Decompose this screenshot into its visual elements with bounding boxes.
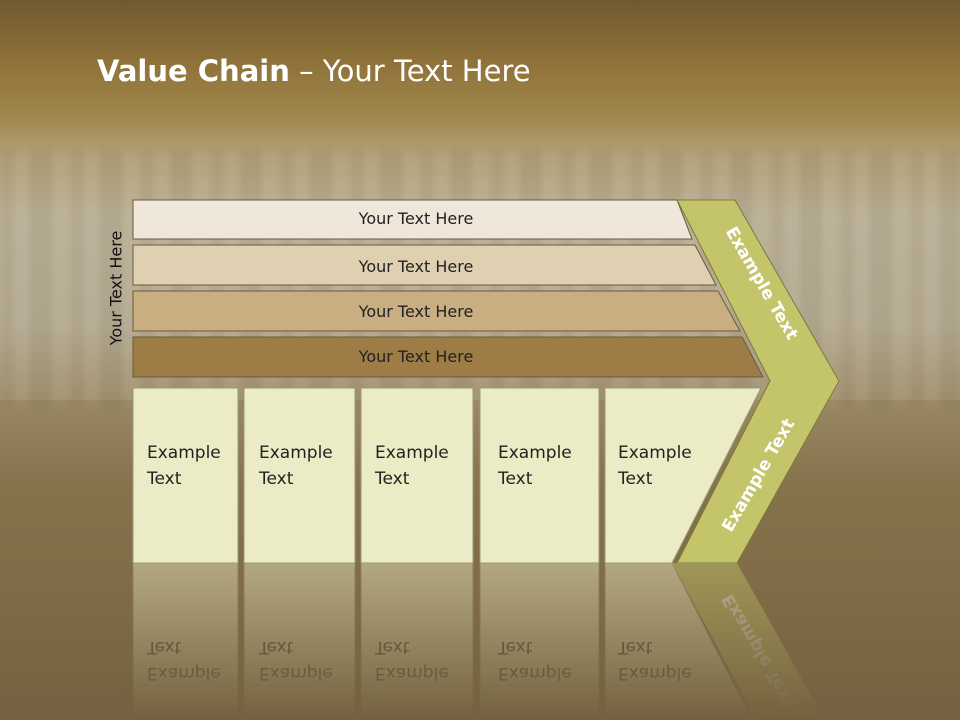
reflection-box-2-line1: Example xyxy=(259,663,333,683)
bar-4 xyxy=(132,336,764,378)
box-3-line1: Example xyxy=(375,443,449,463)
reflection-box-1-line1: Example xyxy=(147,663,221,683)
boxes-group: Example Text Example Text Example Text E… xyxy=(132,387,762,564)
bar-3 xyxy=(132,290,741,332)
bar-1-label: Your Text Here xyxy=(358,209,474,228)
box-2-line2: Text xyxy=(258,469,294,489)
box-1-line1: Example xyxy=(147,443,221,463)
box-3 xyxy=(360,387,474,564)
box-5-line2: Text xyxy=(617,469,653,489)
title-bold: Value Chain xyxy=(97,54,290,88)
reflection: Example Text Example Text Example Text E… xyxy=(132,562,825,720)
reflection-box-2-line2: Text xyxy=(258,637,294,657)
bar-2-label: Your Text Here xyxy=(358,257,474,276)
chevron-group: Example Text Example Text xyxy=(676,199,840,564)
box-2 xyxy=(243,387,356,564)
reflection-box-2 xyxy=(243,562,356,720)
reflection-box-5-line1: Example xyxy=(618,663,692,683)
bar-3-label: Your Text Here xyxy=(358,302,474,321)
box-1-line2: Text xyxy=(146,469,182,489)
reflection-box-3-line1: Example xyxy=(375,663,449,683)
box-4-line1: Example xyxy=(498,443,572,463)
reflection-chevron xyxy=(672,563,825,720)
bars-group: Your Text Here Your Text Here Your Text … xyxy=(132,199,764,378)
title-rest: – Your Text Here xyxy=(289,54,531,88)
bar-1 xyxy=(132,199,693,240)
box-4 xyxy=(479,387,600,564)
box-2-line1: Example xyxy=(259,443,333,463)
slide-title: Value Chain – Your Text Here xyxy=(97,54,531,88)
reflection-box-5-line2: Text xyxy=(617,637,653,657)
box-4-line2: Text xyxy=(497,469,533,489)
reflection-box-4 xyxy=(479,562,600,720)
reflection-box-3-line2: Text xyxy=(374,637,410,657)
box-3-line2: Text xyxy=(374,469,410,489)
reflection-box-4-line1: Example xyxy=(498,663,572,683)
bar-4-label: Your Text Here xyxy=(358,347,474,366)
reflection-box-3 xyxy=(360,562,474,720)
reflection-box-1-line2: Text xyxy=(146,637,182,657)
box-1 xyxy=(132,387,239,564)
box-5-line1: Example xyxy=(618,443,692,463)
chevron-arrow xyxy=(676,199,840,564)
reflection-box-1 xyxy=(132,562,239,720)
bar-2 xyxy=(132,244,717,286)
reflection-box-4-line2: Text xyxy=(497,637,533,657)
